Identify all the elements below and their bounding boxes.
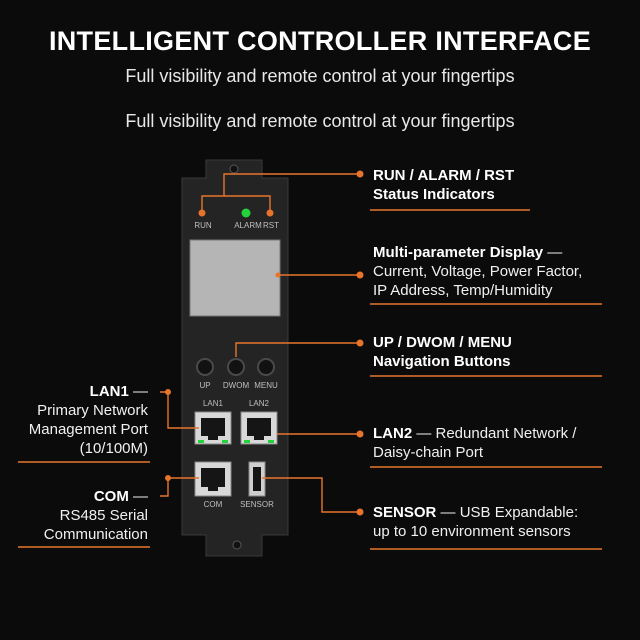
callout-lan1-dash: — — [128, 383, 148, 400]
callout-sensor-line2: up to 10 environment sensors — [373, 523, 571, 540]
callout-status-indicators: RUN / ALARM / RST Status Indicators — [373, 166, 628, 204]
callout-com-line2: RS485 Serial — [59, 507, 148, 524]
callout-com-dash: — — [128, 488, 148, 505]
callout-lan2-title: LAN2 — [373, 425, 413, 442]
callout-navigation-buttons: UP / DWOM / MENU Navigation Buttons — [373, 333, 628, 371]
port-label-com: COM — [203, 500, 223, 509]
callout-leaders — [18, 173, 602, 550]
port-label-lan1: LAN1 — [202, 399, 223, 408]
callout-sensor-title: SENSOR — [373, 504, 437, 521]
callout-lan1-line4: (10/100M) — [79, 440, 148, 457]
page-title: INTELLIGENT CONTROLLER INTERFACE — [48, 26, 592, 56]
up-button[interactable] — [196, 358, 214, 376]
callout-lan1: LAN1 — Primary Network Management Port (… — [0, 382, 148, 458]
led-label-run: RUN — [194, 221, 212, 230]
button-label-dwom: DWOM — [222, 381, 250, 390]
alarm-led — [241, 208, 251, 218]
callout-buttons-subtitle: Navigation Buttons — [373, 353, 511, 370]
callout-display-line3: IP Address, Temp/Humidity — [373, 282, 553, 299]
led-label-rst: RST — [263, 221, 279, 230]
callout-lan1-line3: Management Port — [28, 421, 148, 438]
callout-lan2-line2: Daisy-chain Port — [373, 444, 484, 461]
callout-lan1-line2: Primary Network — [37, 402, 148, 419]
lan2-port[interactable] — [240, 411, 278, 445]
callout-lan2: LAN2 — Redundant Network / Daisy-chain P… — [373, 424, 628, 462]
led-label-alarm: ALARM — [234, 221, 262, 230]
subtitle-secondary: Full visibility and remote control at yo… — [125, 111, 515, 131]
callout-display-line2: Current, Voltage, Power Factor, — [373, 263, 583, 280]
callout-buttons-title: UP / DWOM / MENU — [373, 334, 512, 351]
subtitle-primary: Full visibility and remote control at yo… — [125, 66, 515, 86]
mount-hole-top — [229, 164, 239, 174]
callout-com-line3: Communication — [43, 526, 148, 543]
port-label-sensor: SENSOR — [240, 500, 274, 509]
callout-display-dash: — — [543, 244, 563, 261]
callout-display: Multi-parameter Display — Current, Volta… — [373, 243, 628, 300]
callout-dots — [165, 170, 364, 516]
lan1-port[interactable] — [194, 411, 232, 445]
callout-lan2-rest: — Redundant Network / — [412, 425, 577, 442]
callout-lan1-title: LAN1 — [89, 383, 129, 400]
button-label-menu: MENU — [254, 381, 278, 390]
callout-com: COM — RS485 Serial Communication — [0, 487, 148, 544]
callout-status-subtitle: Status Indicators — [373, 186, 495, 203]
callout-display-title: Multi-parameter Display — [373, 244, 544, 261]
sensor-usb-port[interactable] — [248, 461, 266, 497]
callout-com-title: COM — [93, 488, 129, 505]
callout-sensor: SENSOR — USB Expandable: up to 10 enviro… — [373, 503, 628, 541]
lcd-display — [189, 239, 281, 317]
button-label-up: UP — [199, 381, 211, 390]
menu-button[interactable] — [257, 358, 275, 376]
com-port[interactable] — [194, 461, 232, 497]
dwom-button[interactable] — [227, 358, 245, 376]
callout-status-title: RUN / ALARM / RST — [373, 167, 515, 184]
port-label-lan2: LAN2 — [248, 399, 269, 408]
mount-hole-bottom — [232, 540, 242, 550]
callout-sensor-rest: — USB Expandable: — [436, 504, 579, 521]
controller-panel — [181, 159, 289, 557]
